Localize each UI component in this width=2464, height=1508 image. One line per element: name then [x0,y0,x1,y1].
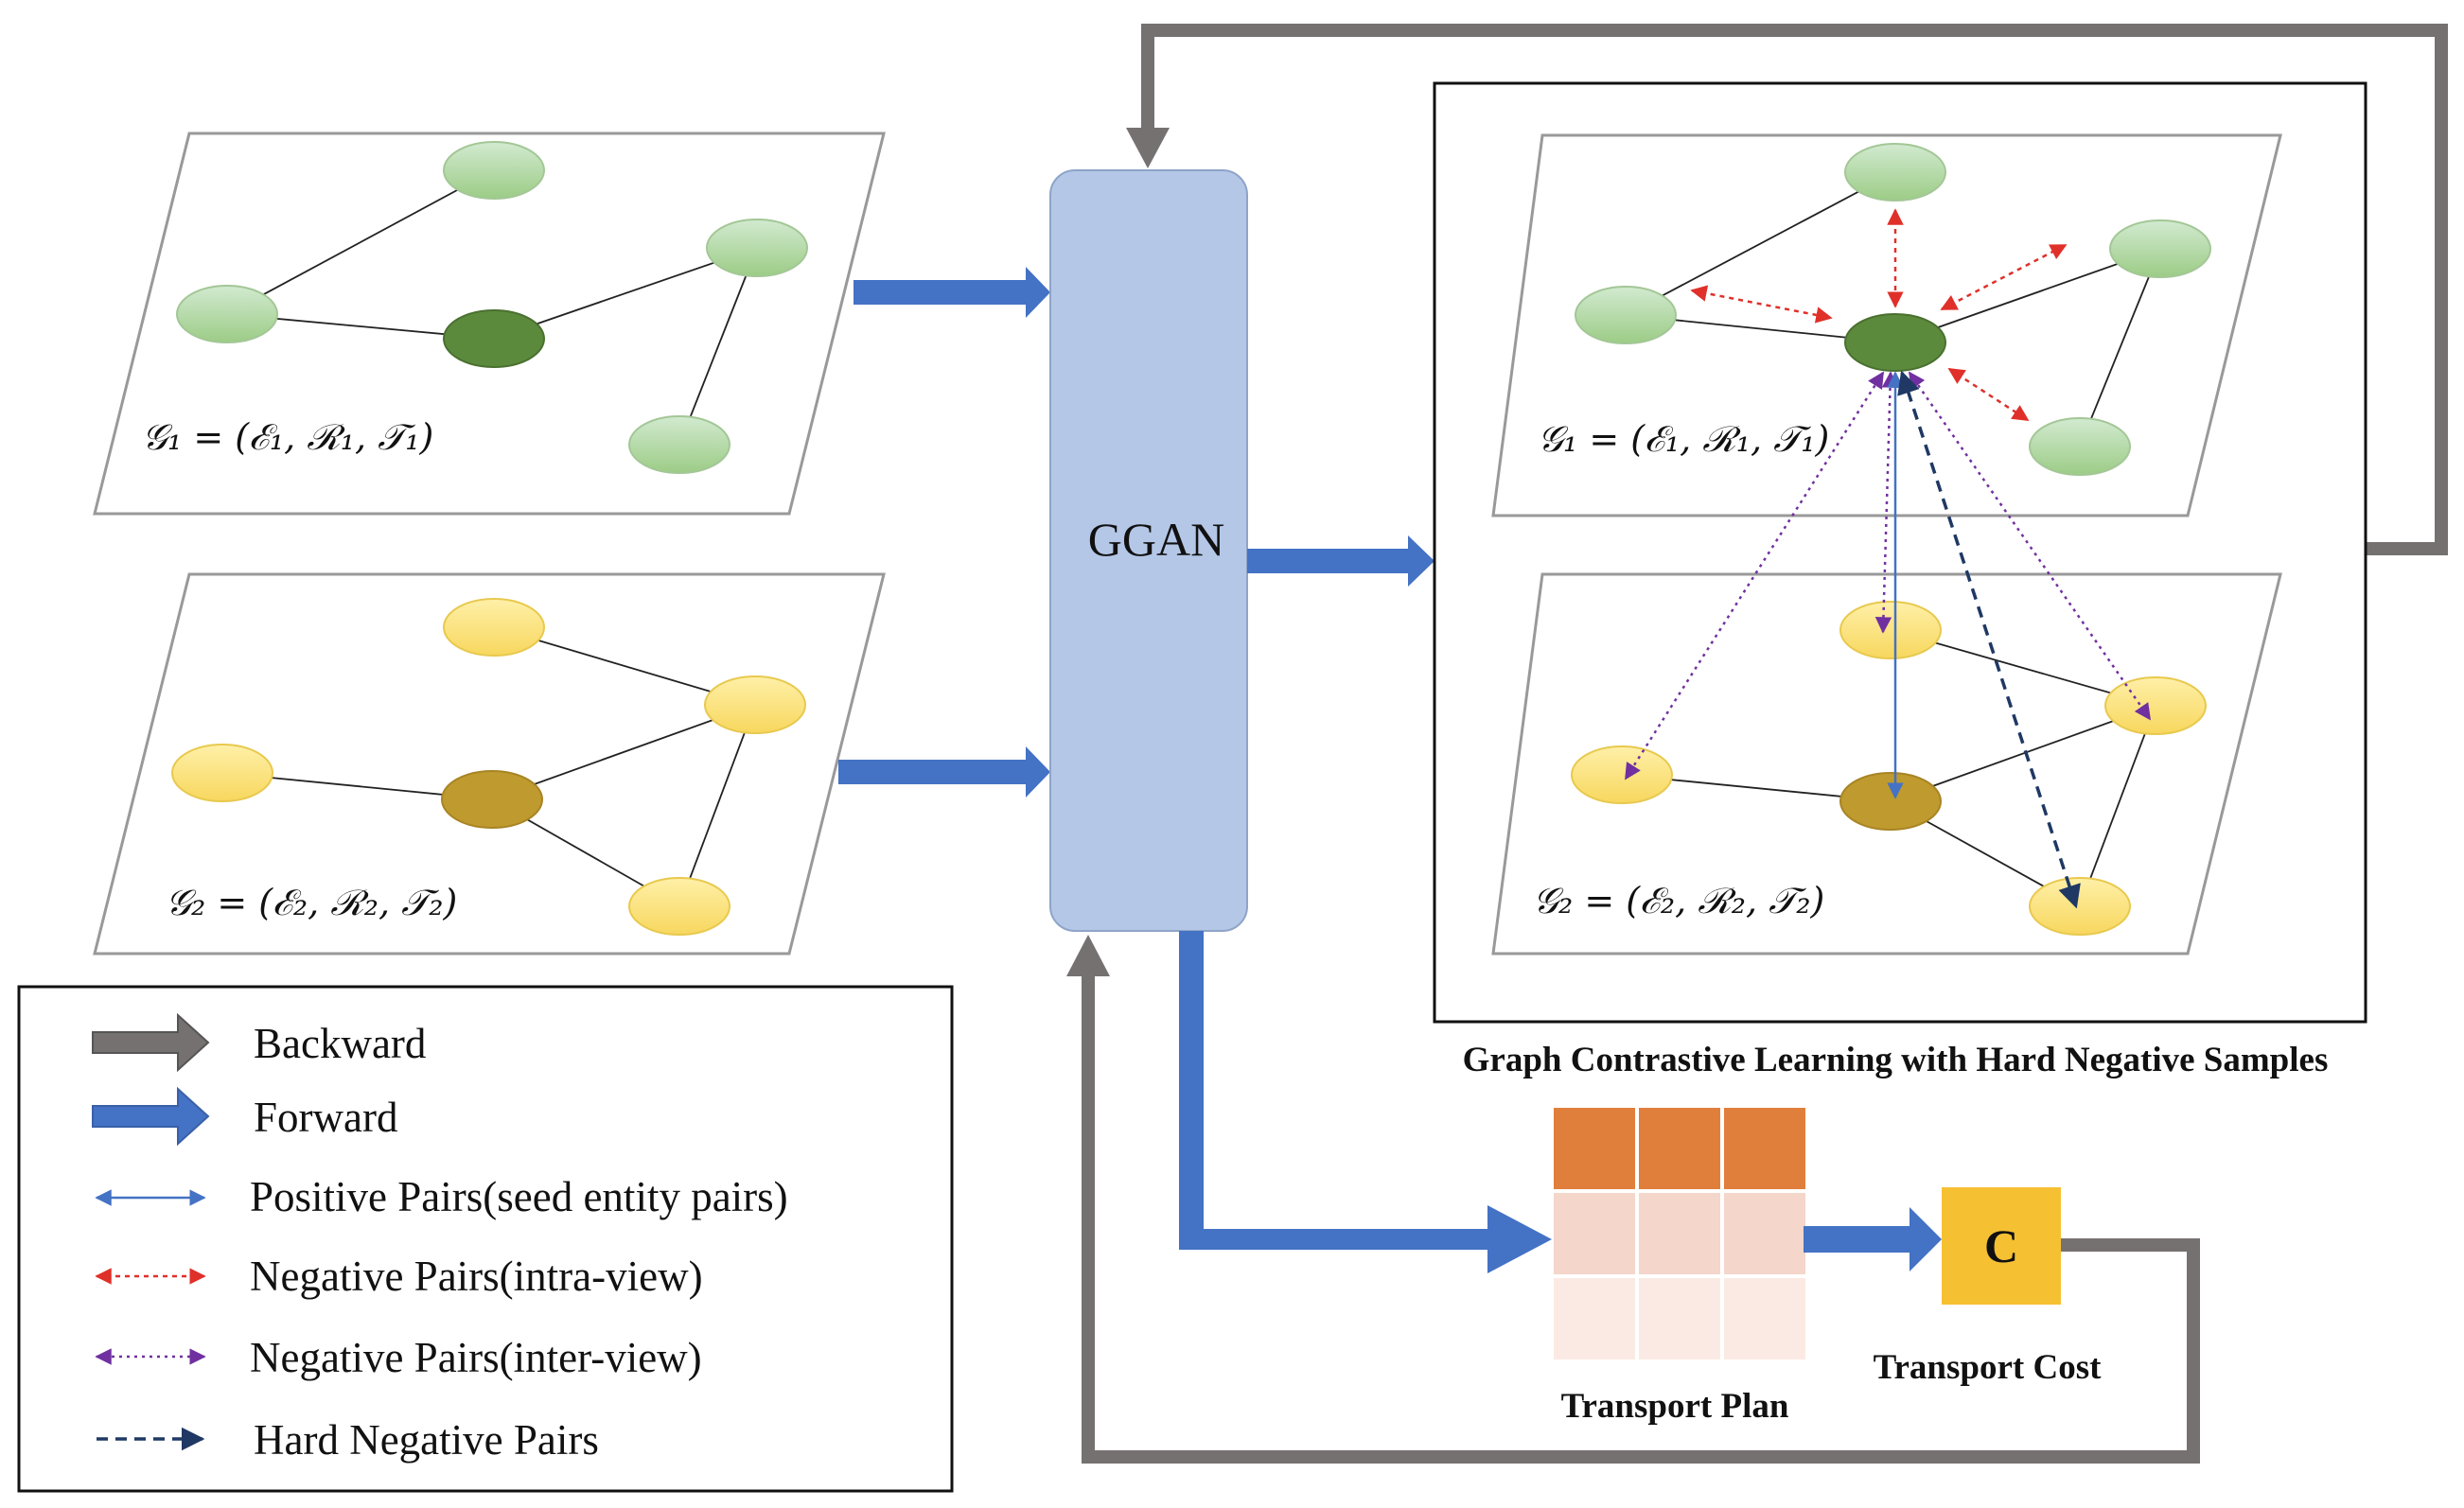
g1-right-node [1844,143,1946,202]
g2-left-node [628,877,730,936]
legend-forward-label: Forward [254,1094,397,1141]
g2-left-node [443,598,545,657]
backward-arrow-bottom-loop [1082,974,2200,1464]
g1-left-node [706,219,808,277]
graph-g1-left: 𝒢₁ = (ℰ₁, ℛ₁, 𝒯₁) [93,132,886,516]
transport-plan-label: Transport Plan [1561,1387,1789,1426]
g2-left-anchor-node [441,770,543,829]
plan-cell [1554,1193,1635,1274]
g2-right-node [2029,877,2131,936]
g2-left-label: 𝒢₂ = (ℰ₂, ℛ₂, 𝒯₂) [166,882,457,923]
g1-right-label: 𝒢₁ = (ℰ₁, ℛ₁, 𝒯₁) [1538,418,1829,460]
g1-right-anchor-node [1844,313,1946,372]
g1-left-node [628,415,730,474]
legend-box [17,985,954,1493]
g1-right-node [2109,219,2211,278]
g1-left-label: 𝒢₁ = (ℰ₁, ℛ₁, 𝒯₁) [142,416,433,458]
backward-arrow-bottom-head [1066,935,1110,976]
g2-right-anchor-node [1839,772,1942,831]
plan-cell [1639,1278,1720,1359]
legend-forward-icon [92,1086,210,1147]
g1-left-node [176,285,278,343]
transport-cost-symbol: C [1984,1219,2018,1272]
forward-arrow-ggan-to-contrastive [1247,535,1434,587]
negative-intra-arrow [1690,285,1833,324]
legend-negative-inter-label: Negative Pairs(inter-view) [250,1334,702,1381]
g2-right-node [1839,601,1942,659]
contrastive-learning-title: Graph Contrastive Learning with Hard Neg… [1463,1041,2329,1079]
g1-right-node [2029,417,2131,476]
plan-cell [1724,1193,1805,1274]
forward-arrow-plan-to-cost [1804,1207,1942,1271]
g2-left-node [704,675,806,734]
plan-cell [1639,1108,1720,1189]
legend-negative-intra-label: Negative Pairs(intra-view) [250,1253,703,1300]
transport-cost-label: Transport Cost [1874,1348,2103,1387]
g2-right-label: 𝒢₂ = (ℰ₂, ℛ₂, 𝒯₂) [1533,880,1824,921]
g1-left-anchor-node [443,309,545,368]
forward-arrow-ggan-to-plan [1179,931,1552,1273]
plan-cell [1639,1193,1720,1274]
plan-cell [1554,1108,1635,1189]
legend-backward-icon [92,1012,210,1073]
forward-arrow-g2-to-ggan [838,746,1050,798]
legend-backward-label: Backward [254,1020,426,1067]
g2-left-plane [93,572,886,956]
plan-cell [1724,1278,1805,1359]
forward-arrow-g1-to-ggan [854,267,1050,318]
transport-plan-matrix [1554,1108,1805,1359]
legend-positive-label: Positive Pairs(seed entity pairs) [250,1173,788,1220]
backward-arrow-top-loop [1141,24,2448,555]
plan-cell [1554,1278,1635,1359]
g1-left-node [443,141,545,200]
plan-cell [1724,1108,1805,1189]
g2-right-node [1571,745,1673,804]
g1-right-node [1575,286,1677,344]
ggan-label: GGAN [1088,513,1224,566]
graph-g2-left: 𝒢₂ = (ℰ₂, ℛ₂, 𝒯₂) [93,572,886,956]
backward-arrow-top-head [1126,128,1170,168]
transport-cost-box [1942,1187,2061,1305]
legend-hard-negative-label: Hard Negative Pairs [254,1416,599,1464]
g2-right-node [2104,676,2207,735]
g2-left-node [171,744,273,802]
negative-intra-arrow [1940,243,2068,311]
negative-inter-arrow [1874,371,1899,634]
